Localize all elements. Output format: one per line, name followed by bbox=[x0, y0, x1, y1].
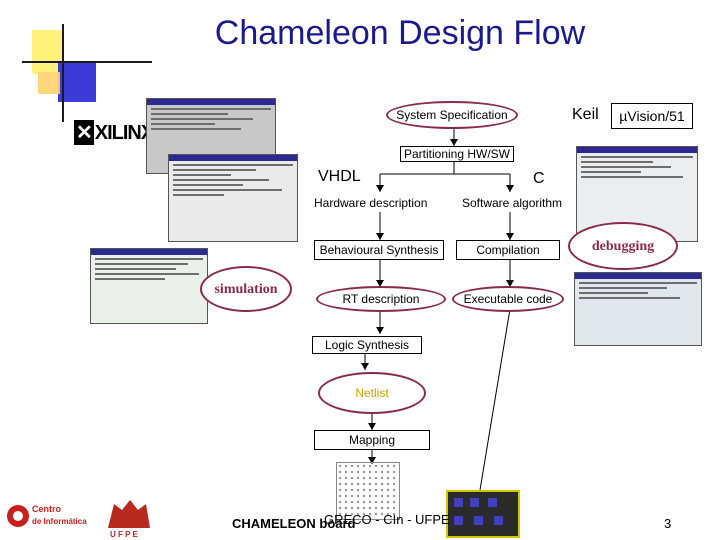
netlist-label: Netlist bbox=[355, 386, 389, 400]
chameleon-board-image bbox=[446, 490, 520, 538]
simulation-node: simulation bbox=[200, 266, 292, 312]
compilation-label: Compilation bbox=[476, 243, 540, 257]
rt-description-label: RT description bbox=[342, 292, 420, 306]
executable-code-label: Executable code bbox=[463, 292, 553, 306]
vhdl-editor-screenshot bbox=[168, 154, 298, 242]
svg-text:Centro: Centro bbox=[32, 504, 62, 514]
mapping-label: Mapping bbox=[348, 433, 396, 447]
debugging-node: debugging bbox=[568, 222, 678, 270]
decor-blue-square bbox=[58, 62, 96, 102]
footer-board-label: CHAMELEON board bbox=[232, 516, 356, 531]
rt-description-node: RT description bbox=[316, 286, 446, 312]
vhdl-label: VHDL bbox=[318, 168, 361, 185]
logic-synthesis-node: Logic Synthesis bbox=[312, 336, 422, 354]
uvision-label-box: µVision/51 bbox=[611, 103, 693, 129]
decor-small-square bbox=[38, 72, 60, 94]
uvision-label: µVision/51 bbox=[619, 108, 685, 124]
system-specification-label: System Specification bbox=[396, 108, 508, 122]
page-number: 3 bbox=[664, 516, 672, 531]
debugging-label: debugging bbox=[591, 239, 655, 254]
slide-title: Chameleon Design Flow bbox=[214, 14, 586, 52]
compilation-node: Compilation bbox=[456, 240, 560, 260]
decor-horizontal-line bbox=[22, 61, 152, 63]
ufpe-logo: U F P E bbox=[108, 500, 150, 538]
mapping-node: Mapping bbox=[314, 430, 430, 450]
debugger-screenshot bbox=[574, 272, 702, 346]
c-language-label: C bbox=[533, 170, 545, 187]
behavioural-synthesis-node: Behavioural Synthesis bbox=[314, 240, 444, 260]
simulation-label: simulation bbox=[214, 282, 278, 297]
decor-vertical-line bbox=[62, 24, 64, 122]
partitioning-label: Partitioning HW/SW bbox=[403, 147, 511, 161]
software-algorithm-label: Software algorithm bbox=[462, 196, 563, 210]
netlist-node: Netlist bbox=[318, 372, 426, 414]
keil-label: Keil bbox=[572, 106, 599, 123]
centro-informatica-logo: Centro de Informática bbox=[7, 504, 87, 527]
svg-text:U F P E: U F P E bbox=[110, 530, 139, 538]
xilinx-logo-text: XILINX bbox=[94, 122, 154, 144]
system-specification-node: System Specification bbox=[386, 101, 518, 129]
fpga-chip-icon bbox=[336, 462, 400, 520]
xilinx-logo: ✕XILINX bbox=[74, 120, 154, 145]
executable-code-node: Executable code bbox=[452, 286, 564, 312]
logic-synthesis-label: Logic Synthesis bbox=[324, 338, 410, 352]
hardware-description-label: Hardware description bbox=[314, 196, 428, 210]
behavioural-synthesis-label: Behavioural Synthesis bbox=[319, 243, 439, 257]
partitioning-node: Partitioning HW/SW bbox=[400, 146, 514, 162]
footer-group-label: GRECO - CIn - UFPE bbox=[324, 512, 450, 527]
simulation-waveform-screenshot bbox=[90, 248, 208, 324]
svg-text:de Informática: de Informática bbox=[32, 517, 87, 526]
